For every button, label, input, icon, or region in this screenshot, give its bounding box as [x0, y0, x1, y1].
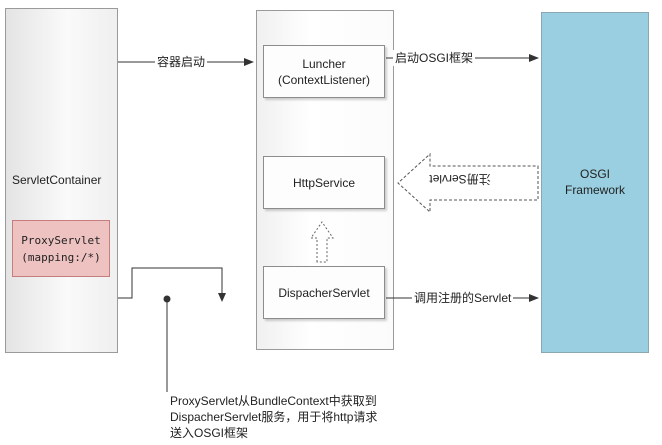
label-call-registered: 调用注册的Servlet	[412, 290, 514, 306]
luncher-name: Luncher	[302, 56, 346, 71]
label-register: 注册Servlet	[429, 172, 491, 186]
proxy-path-arrowhead	[218, 293, 226, 302]
http-service-box: HttpService	[263, 156, 385, 209]
dispatcher-servlet-label: DispacherServlet	[278, 285, 370, 300]
osgi-framework-label: OSGI Framework	[541, 166, 649, 198]
proxy-servlet-mapping: (mapping:/*)	[21, 250, 101, 264]
servlet-container-box	[5, 8, 118, 353]
proxy-servlet-name: ProxyServlet	[21, 233, 101, 247]
label-container-start: 容器启动	[155, 54, 208, 70]
osgi-label-line1: OSGI	[579, 167, 610, 181]
dispatcher-servlet-box: DispacherServlet	[263, 266, 385, 319]
label-start-osgi: 启动OSGI框架	[393, 50, 476, 66]
arrow-register	[397, 152, 539, 214]
servlet-container-label: ServletContainer	[12, 173, 102, 187]
note-line3: 送入OSGI框架	[170, 426, 249, 440]
luncher-context-listener: (ContextListener)	[277, 72, 371, 87]
note-pointer-dot	[163, 295, 171, 303]
arrow-dispatcher-to-http	[310, 221, 334, 263]
luncher-box: Luncher (ContextListener)	[263, 45, 385, 98]
osgi-label-line2: Framework	[564, 183, 625, 197]
osgi-framework-box	[541, 12, 649, 353]
proxy-servlet-box: ProxyServlet (mapping:/*)	[12, 220, 110, 277]
note-text: ProxyServlet从BundleContext中获取到 Dispacher…	[170, 393, 377, 441]
proxy-path	[118, 267, 223, 299]
http-service-label: HttpService	[292, 175, 356, 190]
note-line1: ProxyServlet从BundleContext中获取到	[170, 394, 377, 408]
note-line2: DispacherServlet服务，用于将http请求	[170, 410, 378, 424]
